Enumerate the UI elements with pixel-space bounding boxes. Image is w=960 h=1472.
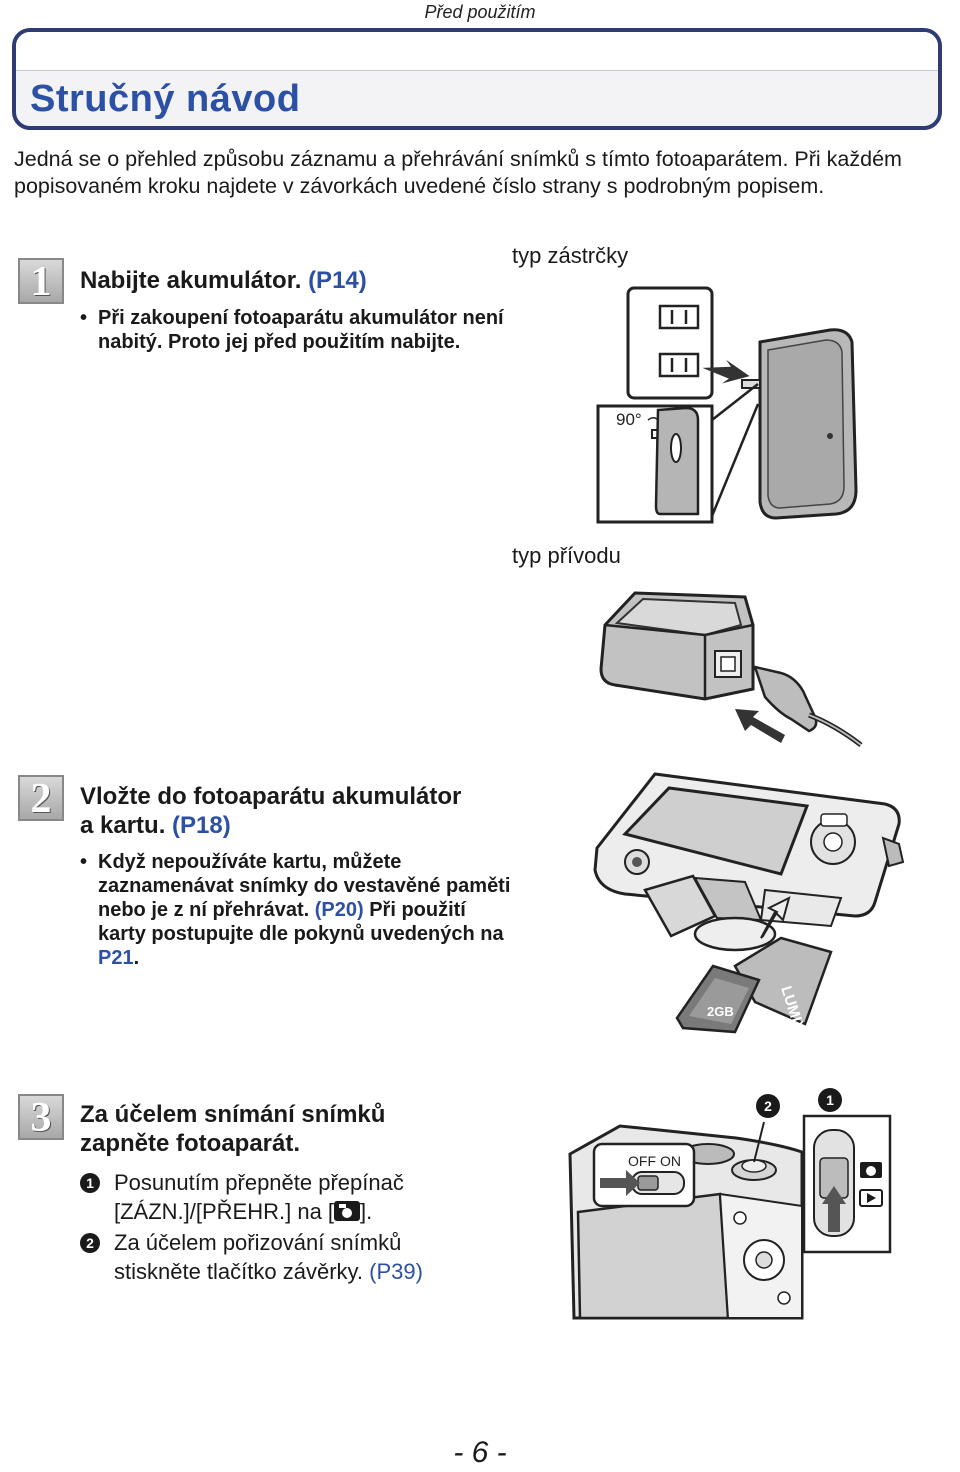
angle-label: 90°	[616, 410, 642, 429]
step-3-title-line2: zapněte fotoaparát.	[80, 1130, 301, 1157]
step-2-bullet-text-b: Při použití karty postupujte dle pokynů …	[98, 899, 504, 945]
step-3-item-1-line-b: [ZÁZN.]/[PŘEHR.] na [].	[114, 1197, 372, 1226]
page-title: Stručný návod	[30, 78, 301, 120]
step-3-item-1-line-a: Posunutím přepněte přepínač	[114, 1170, 404, 1195]
callout-2: 2	[764, 1098, 772, 1114]
step-2-title-line2: a kartu.	[80, 812, 166, 839]
step-1-page-ref[interactable]: (P14)	[308, 267, 367, 294]
step-1-title-text: Nabijte akumulátor.	[80, 267, 302, 294]
bullet-dot: •	[80, 307, 88, 329]
step-3-item-2-line-b: stiskněte tlačítko závěrky. (P39)	[114, 1257, 423, 1286]
caption-cord-type: typ přívodu	[512, 543, 621, 568]
step-3-item-1-text-c: ].	[360, 1199, 373, 1224]
step-2-bullet: • Když nepoužíváte kartu, můžete zazname…	[80, 850, 518, 970]
step-3-title-line1: Za účelem snímání snímků	[80, 1101, 386, 1128]
step-2-bullet-ref-1[interactable]: (P20)	[314, 899, 364, 921]
step-2-number: 2	[18, 775, 64, 821]
step-3-item-2-line-a: Za účelem pořizování snímků	[114, 1230, 402, 1255]
plug-charger-illustration: 90°	[596, 286, 858, 524]
step-2-bullet-ref-2[interactable]: P21	[98, 947, 134, 969]
step-3-marker-1: 1	[80, 1173, 100, 1193]
step-2-bullet-text-a: Když nepoužíváte kartu, můžete zaznamená…	[98, 851, 511, 921]
step-2-title: Vložte do fotoaparátu akumulátor a kartu…	[80, 782, 540, 840]
switch-off-label: OFF	[628, 1153, 656, 1169]
camera-mode-icon	[334, 1201, 361, 1221]
step-1-bullet: • Při zakoupení fotoaparátu akumulátor n…	[80, 306, 508, 354]
callout-1: 1	[826, 1092, 834, 1108]
step-1-number: 1	[18, 258, 64, 304]
step-2-page-ref[interactable]: (P18)	[172, 812, 231, 839]
camera-battery-card-illustration: LUMIX 2GB	[593, 772, 905, 1034]
running-header: Před použitím	[424, 2, 536, 22]
step-2-title-line1: Vložte do fotoaparátu akumulátor	[80, 783, 462, 810]
camera-power-switch-illustration: 2 OFF ON 1	[568, 1088, 892, 1320]
bullet-dot: •	[80, 851, 88, 873]
step-3-page-ref[interactable]: (P39)	[369, 1259, 423, 1284]
step-3-item-2: 2 Za účelem pořizování snímků stiskněte …	[80, 1228, 540, 1284]
step-1-title: Nabijte akumulátor. (P14)	[80, 266, 367, 295]
step-3-number: 3	[18, 1094, 64, 1140]
step-3-item-1: 1 Posunutím přepněte přepínač [ZÁZN.]/[P…	[80, 1168, 540, 1224]
step-3-title: Za účelem snímání snímků zapněte fotoapa…	[80, 1100, 540, 1158]
intro-paragraph: Jedná se o přehled způsobu záznamu a pře…	[14, 147, 902, 198]
step-2-bullet-end: .	[133, 947, 140, 969]
card-capacity-label: 2GB	[707, 1004, 734, 1019]
step-3-item-2-text-b: stiskněte tlačítko závěrky.	[114, 1259, 364, 1284]
step-3-marker-2: 2	[80, 1233, 100, 1253]
title-banner	[12, 28, 942, 130]
page-number: - 6 -	[453, 1436, 507, 1469]
step-3-item-1-text-b: [ZÁZN.]/[PŘEHR.] na [	[114, 1199, 335, 1224]
caption-plug-type: typ zástrčky	[512, 243, 629, 268]
step-1-bullet-text: Při zakoupení fotoaparátu akumulátor nen…	[98, 307, 504, 353]
switch-on-label: ON	[660, 1153, 681, 1169]
cord-charger-illustration	[599, 591, 863, 747]
